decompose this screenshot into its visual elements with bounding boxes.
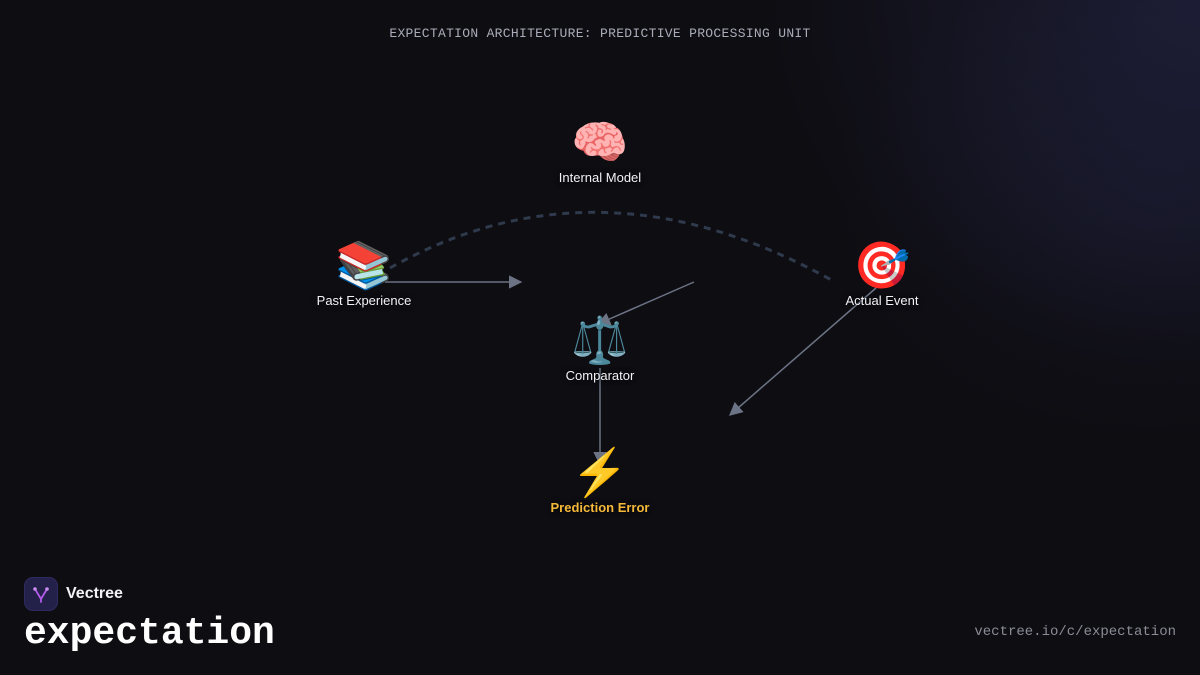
node-label: Past Experience (316, 293, 412, 308)
node-past-experience: 📚 Past Experience (264, 239, 464, 308)
books-icon: 📚 (335, 239, 393, 291)
edge-internal-model-to-comparator (596, 281, 695, 326)
node-label: Internal Model (558, 170, 642, 185)
lightning-icon: ⚡ (571, 446, 629, 498)
edge-actual-event-feed (728, 287, 877, 416)
brand: Vectree (24, 577, 123, 611)
node-actual-event: 🎯 Actual Event (782, 239, 982, 308)
diagram-title: EXPECTATION ARCHITECTURE: PREDICTIVE PRO… (389, 26, 811, 41)
page-url-link[interactable]: vectree.io/c/expectation (974, 624, 1176, 640)
target-icon: 🎯 (853, 239, 911, 291)
page-heading: expectation (24, 612, 275, 655)
node-label: Comparator (565, 368, 635, 383)
brain-icon: 🧠 (571, 116, 629, 168)
node-label: Prediction Error (550, 500, 650, 515)
node-comparator: ⚖️ Comparator (500, 314, 700, 383)
brand-name: Vectree (66, 585, 123, 602)
dashed-arc-edge (389, 210, 836, 284)
node-prediction-error: ⚡ Prediction Error (500, 446, 700, 515)
node-internal-model: 🧠 Internal Model (500, 116, 700, 185)
scales-icon: ⚖️ (571, 314, 629, 366)
vectree-logo-icon (24, 577, 58, 611)
node-label: Actual Event (845, 293, 919, 308)
